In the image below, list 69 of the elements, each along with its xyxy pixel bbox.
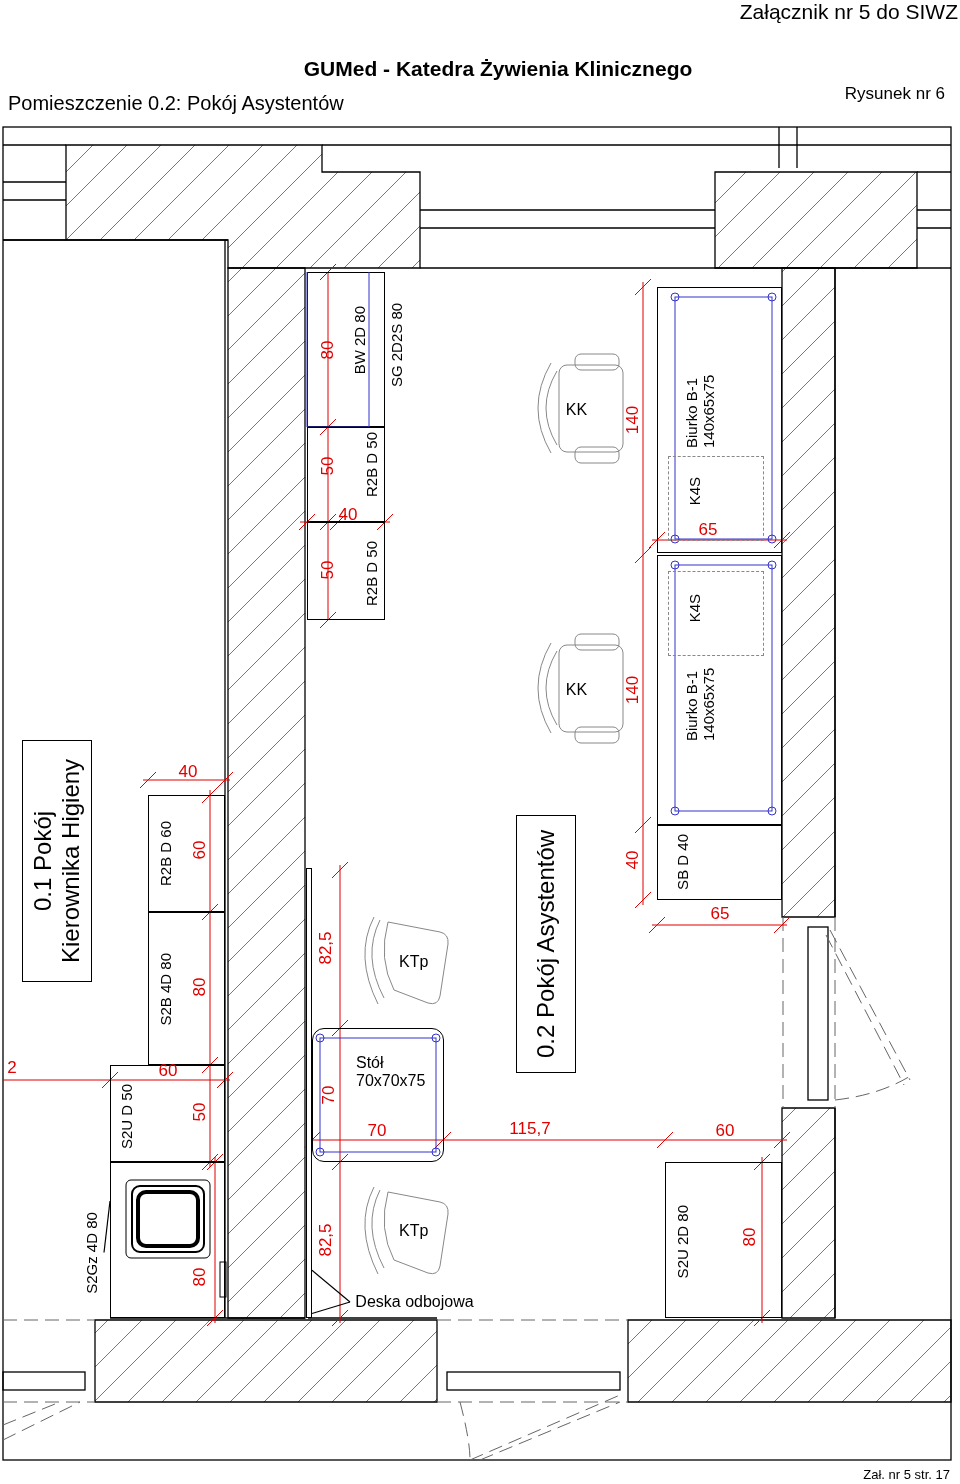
dimension-value: 60 <box>190 840 210 860</box>
furniture-code: KTp <box>399 953 429 972</box>
furniture-code: S2Gz 4D 80 <box>83 1211 101 1294</box>
cabinet <box>307 522 385 620</box>
dimension-value: 65 <box>698 520 718 540</box>
cabinet <box>657 825 782 900</box>
dimension-value: 70 <box>367 1121 387 1141</box>
room-label <box>22 740 92 982</box>
dimension-value: 60 <box>715 1121 735 1141</box>
drawing-title: GUMed - Katedra Żywienia Klinicznego <box>303 57 693 81</box>
room-heading: Pomieszczenie 0.2: Pokój Asystentów <box>8 92 344 114</box>
cabinet <box>148 795 225 912</box>
furniture-code: KK <box>565 680 588 699</box>
dimension-value: 140 <box>623 675 643 705</box>
dimension-value: 82,5 <box>316 1223 336 1257</box>
furniture-code: KTp <box>399 1222 429 1241</box>
furniture-code: Biurko B-1 140x65x75 <box>683 373 718 448</box>
desk <box>657 287 782 553</box>
room-name: 0.2 Pokój Asystentów <box>532 828 560 1061</box>
desk <box>657 555 782 825</box>
drawer-unit <box>668 456 764 541</box>
cabinet <box>665 1162 782 1318</box>
dimension-value: 140 <box>623 405 643 435</box>
dimension-value: 80 <box>190 977 210 997</box>
furniture-code: SB D 40 <box>674 834 692 890</box>
furniture-code: SG 2D2S 80 <box>388 302 406 388</box>
cabinet <box>110 1065 225 1162</box>
dimension-value: 115,7 <box>509 1119 551 1139</box>
dimension-value: 40 <box>178 762 198 782</box>
cabinet <box>307 272 385 427</box>
furniture-code: S2U 2D 80 <box>674 1205 692 1279</box>
cabinet <box>148 912 225 1065</box>
header-note: Załącznik nr 5 do SIWZ <box>739 0 958 24</box>
dimension-value: 80 <box>740 1227 760 1247</box>
dimension-value: 65 <box>710 904 730 924</box>
dimension-value: 82,5 <box>316 931 336 965</box>
cabinet <box>307 427 385 522</box>
furniture-code: R2B D 50 <box>363 541 381 607</box>
furniture-code: Biurko B-1 140x65x75 <box>683 666 718 741</box>
furniture-code: KK <box>565 400 588 419</box>
dimension-value: 80 <box>318 340 338 360</box>
dimension-value: 60 <box>158 1061 178 1081</box>
drawer-unit <box>668 571 764 656</box>
drawing-number: Rysunek nr 6 <box>844 84 945 104</box>
furniture-code: R2B D 60 <box>157 821 175 887</box>
furniture-code: S2U D 50 <box>118 1084 136 1150</box>
leader-line <box>311 1301 351 1315</box>
furniture-code: BW 2D 80 <box>351 306 369 375</box>
page-number: Zał. nr 5 str. 17 <box>863 1467 950 1483</box>
leader-line <box>103 1200 111 1254</box>
callout-text: Deska odbojowa <box>355 1292 474 1312</box>
dimension-value: 40 <box>623 850 643 870</box>
dimension-value: 70 <box>319 1085 339 1105</box>
room-label <box>516 815 576 1073</box>
furniture-code: R2B D 50 <box>363 432 381 498</box>
dimension-value: 50 <box>318 456 338 476</box>
room-name: 0.1 Pokój Kierownika Higieny <box>29 757 85 966</box>
dimension-value: 50 <box>190 1102 210 1122</box>
dimension-value: 40 <box>338 505 358 525</box>
furniture-code: K4S <box>686 594 704 623</box>
dimension-value: 50 <box>318 560 338 580</box>
cabinet <box>110 1162 225 1318</box>
furniture-code: Stół 70x70x75 <box>356 1054 427 1091</box>
bumper-board <box>306 868 312 1318</box>
furniture-code: S2B 4D 80 <box>157 953 175 1026</box>
furniture-code: K4S <box>686 477 704 506</box>
dimension-value: 80 <box>190 1267 210 1287</box>
leader-line <box>311 1269 351 1303</box>
dimension-value: 2 <box>7 1058 17 1078</box>
